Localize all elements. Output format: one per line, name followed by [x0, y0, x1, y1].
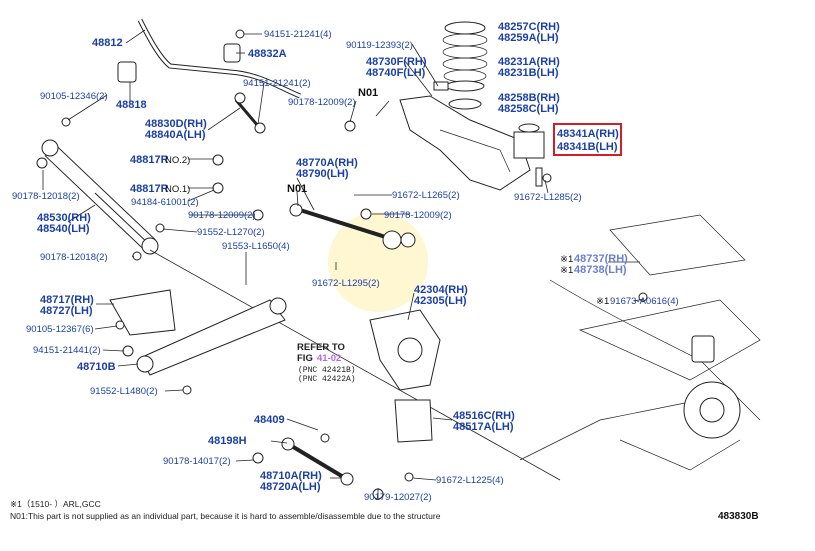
- diagram-id: 483830B: [718, 511, 759, 522]
- mark-1-b: ※1: [560, 265, 573, 276]
- label-94151-21441[interactable]: 94151-21441(2): [33, 345, 101, 356]
- label-48818[interactable]: 48818: [116, 99, 147, 111]
- bracket-48516C: [394, 399, 433, 443]
- label-48516C[interactable]: 48516C(RH): [453, 410, 515, 422]
- label-90178-14017[interactable]: 90178-14017(2): [163, 456, 231, 467]
- label-91552-L1480[interactable]: 91552-L1480(2): [90, 386, 158, 397]
- label-48231A[interactable]: 48231A(RH): [498, 56, 560, 68]
- refer-to-fig: REFER TO FIG 41-02 (PNC 42421B) (PNC 424…: [297, 342, 356, 384]
- label-48341A[interactable]: 48341A(RH): [557, 128, 619, 140]
- part-labels: 48812 48832A 94151-21241(4) 90119-12393(…: [12, 21, 679, 503]
- label-48727[interactable]: 48727(LH): [40, 305, 93, 317]
- lower-arm-48730F: [399, 95, 531, 191]
- label-48710B[interactable]: 48710B: [77, 361, 116, 373]
- label-90178-12009-c[interactable]: 90178-12009(2): [384, 210, 452, 221]
- footnote-n01: N01:This part is not supplied as an indi…: [10, 511, 441, 521]
- label-48832A[interactable]: 48832A: [248, 48, 287, 60]
- label-48770A[interactable]: 48770A(RH): [296, 157, 358, 169]
- shock-absorber: [41, 139, 159, 255]
- label-n01-b: N01: [287, 183, 307, 195]
- highlight-box: [553, 123, 622, 156]
- mark-1-a: ※1: [560, 254, 573, 265]
- mark-1-c: ※1: [596, 296, 609, 307]
- label-90178-12018-b[interactable]: 90178-12018(2): [40, 252, 108, 263]
- label-94151-21241-b[interactable]: 94151-21241(2): [243, 78, 311, 89]
- refer-pnc2: (PNC 42422A): [298, 375, 356, 384]
- label-48341B[interactable]: 48341B(LH): [557, 141, 618, 153]
- label-48737[interactable]: 48737(RH): [574, 253, 628, 265]
- label-94151-21241[interactable]: 94151-21241(4): [264, 29, 332, 40]
- label-48517A[interactable]: 48517A(LH): [453, 421, 514, 433]
- label-90179-12027[interactable]: 90179-12027(2): [364, 492, 432, 503]
- label-48530[interactable]: 48530(RH): [37, 212, 91, 224]
- label-48258B[interactable]: 48258B(RH): [498, 92, 560, 104]
- label-90105-12367[interactable]: 90105-12367(6): [26, 324, 94, 335]
- bushing-48818: [117, 61, 137, 83]
- label-90178-12009-b[interactable]: 90178-12009(2): [188, 210, 256, 221]
- label-91672-L1295[interactable]: 91672-L1295(2): [312, 278, 380, 289]
- bushing-48341: [513, 131, 545, 159]
- footnote-1: ※1（1510- ）ARL,GCC: [10, 499, 101, 509]
- label-90178-12009-a[interactable]: 90178-12009(2): [288, 97, 356, 108]
- label-94184-61001[interactable]: 94184-61001(2): [131, 197, 199, 208]
- label-48790[interactable]: 48790(LH): [296, 168, 349, 180]
- label-90119-12393[interactable]: 90119-12393(2): [346, 40, 413, 51]
- label-48231B[interactable]: 48231B(LH): [498, 67, 559, 79]
- label-91552-L1270[interactable]: 91552-L1270(2): [197, 227, 265, 238]
- label-no2: NO.2): [165, 155, 190, 166]
- label-91672-L1225[interactable]: 91672-L1225(4): [436, 475, 504, 486]
- label-48730F[interactable]: 48730F(RH): [366, 56, 427, 68]
- refer-fig-prefix: FIG: [297, 353, 313, 364]
- leader-lines: [42, 29, 645, 498]
- label-91553-L1650[interactable]: 91553-L1650(4): [222, 241, 290, 252]
- refer-fig-link[interactable]: 41-02: [317, 353, 341, 364]
- label-48817R-no1[interactable]: 48817R: [130, 183, 169, 195]
- footer: ※1（1510- ）ARL,GCC N01:This part is not s…: [10, 499, 759, 522]
- coil-spring: [442, 21, 488, 110]
- label-no1: NO.1): [165, 184, 190, 195]
- label-42304[interactable]: 42304(RH): [414, 284, 468, 296]
- label-90178-12018-a[interactable]: 90178-12018(2): [12, 191, 80, 202]
- label-48830D[interactable]: 48830D(RH): [145, 118, 207, 130]
- label-48740F[interactable]: 48740F(LH): [366, 67, 426, 79]
- label-91672-L1265[interactable]: 91672-L1265(2): [392, 190, 460, 201]
- label-90105-12346[interactable]: 90105-12346(2): [40, 91, 108, 102]
- label-48817R-no2[interactable]: 48817R: [130, 154, 169, 166]
- label-48710A[interactable]: 48710A(RH): [260, 470, 322, 482]
- label-48720A[interactable]: 48720A(LH): [260, 481, 321, 493]
- label-48812[interactable]: 48812: [92, 37, 123, 49]
- label-91673-A0616[interactable]: 91673-A0616(4): [610, 296, 679, 307]
- label-42305[interactable]: 42305(LH): [414, 295, 467, 307]
- label-48258C[interactable]: 48258C(LH): [498, 103, 559, 115]
- label-48198H[interactable]: 48198H: [208, 435, 247, 447]
- label-48259A[interactable]: 48259A(LH): [498, 32, 559, 44]
- label-n01-a: N01: [358, 87, 378, 99]
- label-48717[interactable]: 48717(RH): [40, 294, 94, 306]
- label-48257C[interactable]: 48257C(RH): [498, 21, 560, 33]
- label-48540[interactable]: 48540(LH): [37, 223, 90, 235]
- label-48840A[interactable]: 48840A(LH): [145, 129, 206, 141]
- part-drawings: [36, 18, 761, 500]
- refer-pnc1: (PNC 42421B): [298, 366, 356, 375]
- refer-line1: REFER TO: [297, 342, 345, 353]
- label-91672-L1285[interactable]: 91672-L1285(2): [514, 192, 582, 203]
- assembly-illustration: [519, 279, 761, 471]
- label-48738[interactable]: 48738(LH): [574, 264, 627, 276]
- label-48409[interactable]: 48409: [254, 414, 285, 426]
